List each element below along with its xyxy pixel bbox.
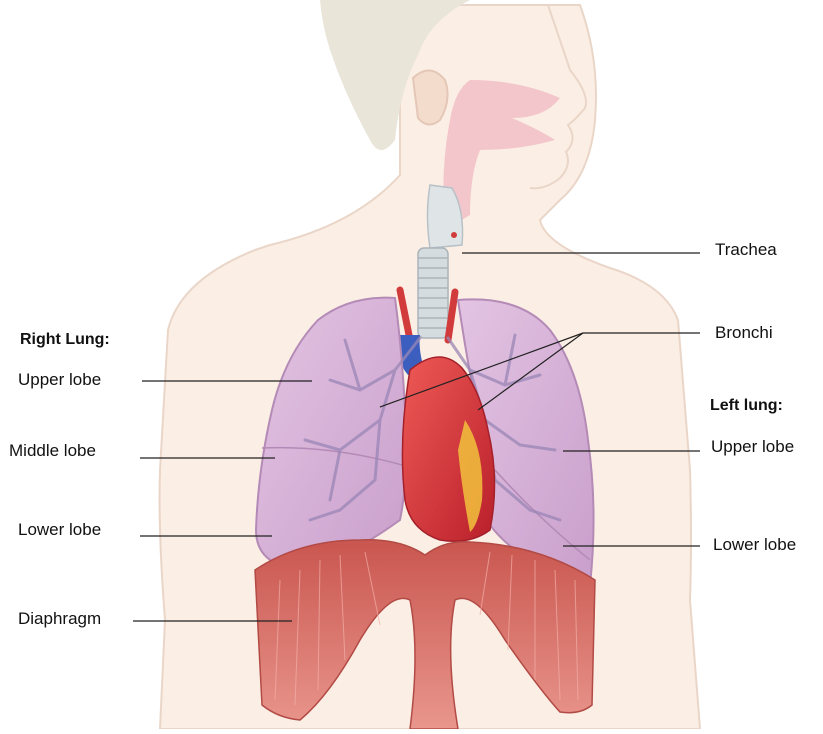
label-diaphragm: Diaphragm [18,609,101,629]
label-right-upper-lobe: Upper lobe [18,370,101,390]
label-right-lower-lobe: Lower lobe [18,520,101,540]
ear-shape [413,70,448,124]
label-bronchi: Bronchi [715,323,773,343]
label-left-lung-heading: Left lung: [710,396,783,416]
label-right-middle-lobe: Middle lobe [9,441,96,461]
label-left-upper-lobe: Upper lobe [711,437,794,457]
trachea-tube [418,248,448,338]
label-trachea: Trachea [715,240,777,260]
vocal-fold-mark [451,232,457,238]
label-left-lower-lobe: Lower lobe [713,535,796,555]
label-right-lung-heading: Right Lung: [20,330,110,350]
